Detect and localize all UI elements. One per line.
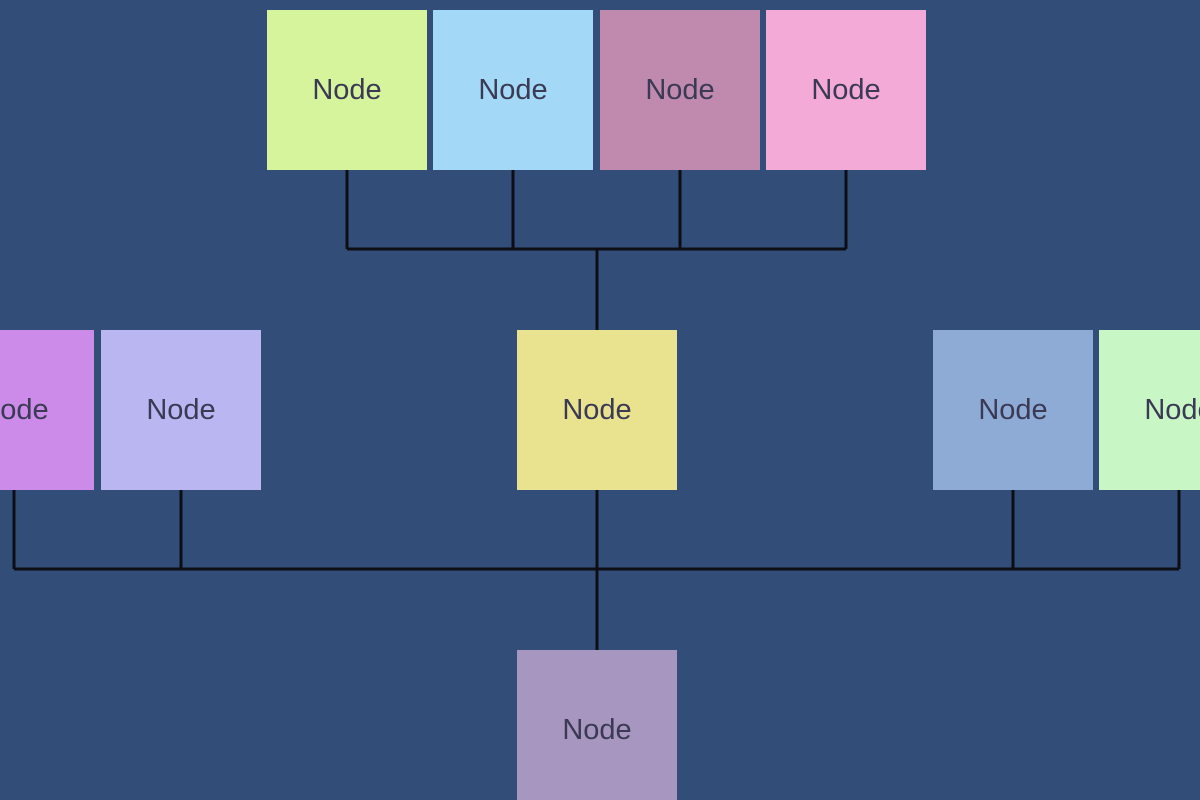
node-top-3[interactable]: Node xyxy=(600,10,760,170)
node-middle-4[interactable]: Node xyxy=(933,330,1093,490)
node-label: Node xyxy=(1144,393,1200,426)
node-label: Node xyxy=(146,393,216,426)
node-label: Node xyxy=(645,73,715,106)
node-label: Node xyxy=(978,393,1048,426)
node-middle-5[interactable]: Node xyxy=(1099,330,1200,490)
node-top-1[interactable]: Node xyxy=(267,10,427,170)
node-label: Node xyxy=(312,73,382,106)
node-top-4[interactable]: Node xyxy=(766,10,926,170)
node-top-2[interactable]: Node xyxy=(433,10,593,170)
node-middle-center[interactable]: Node xyxy=(517,330,677,490)
node-label: Node xyxy=(562,393,632,426)
node-label: Node xyxy=(0,393,49,426)
node-bottom-root[interactable]: Node xyxy=(517,650,677,800)
node-label: Node xyxy=(478,73,548,106)
node-label: Node xyxy=(811,73,881,106)
node-label: Node xyxy=(562,713,632,746)
node-middle-2[interactable]: Node xyxy=(101,330,261,490)
node-middle-1[interactable]: Node xyxy=(0,330,94,490)
